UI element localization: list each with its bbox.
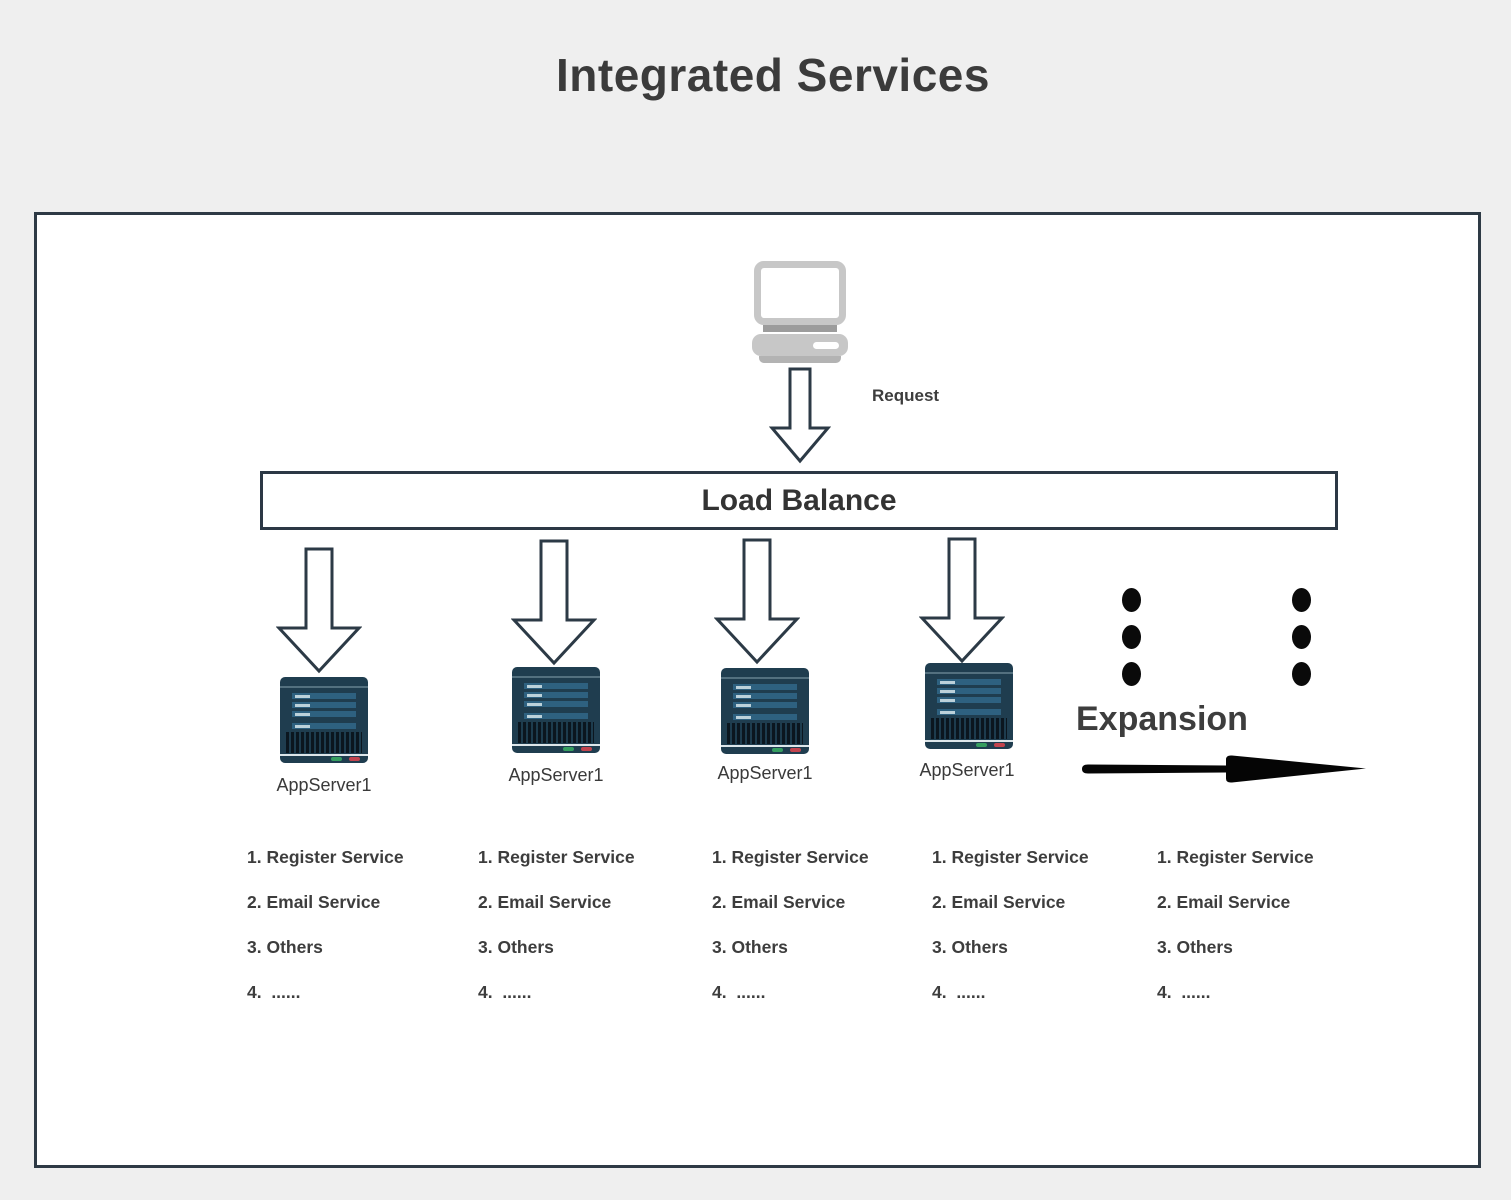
app-server-icon-4 [925,663,1013,749]
expansion-right-arrow-icon [1082,755,1366,783]
server-topline [280,686,368,688]
service-list-item: 4. ...... [932,982,986,1002]
app-server-icon-3 [721,668,809,754]
laptop-base [752,334,848,356]
request-down-arrow-icon [769,367,831,464]
service-list-item: 2. Email Service [712,892,846,912]
led-green [563,747,574,751]
server-label-3: AppServer1 [717,763,813,783]
service-list-4: 1. Register Service 2. Email Service 3. … [932,848,1162,1028]
service-list-item: 1. Register Service [932,847,1089,867]
service-list-3: 1. Register Service 2. Email Service 3. … [712,848,942,1028]
ellipsis-dots-icon-right [1292,588,1311,686]
led-green [331,757,342,761]
led-red [994,743,1005,747]
server-botline [280,754,368,756]
service-list-item: 4. ...... [1157,982,1211,1002]
service-list-item: 1. Register Service [478,847,635,867]
expansion-label: Expansion [1076,700,1248,738]
server-label-1: AppServer1 [276,775,372,795]
led-red [790,748,801,752]
service-list-5: 1. Register Service 2. Email Service 3. … [1157,848,1387,1028]
app-server-icon-1 [280,677,368,763]
request-label: Request [872,386,940,405]
service-list-item: 3. Others [932,937,1008,957]
service-list-item: 4. ...... [712,982,766,1002]
load-balance-label: Load Balance [701,483,897,517]
down-arrow-icon-1 [276,547,362,674]
load-balance-box: Load Balance [260,471,1338,530]
led-red [349,757,360,761]
service-list-item: 2. Email Service [1157,892,1291,912]
server-label-2: AppServer1 [508,765,604,785]
down-arrow-icon-2 [511,539,597,666]
server-label-4: AppServer1 [919,760,1015,780]
service-list-2: 1. Register Service 2. Email Service 3. … [478,848,708,1028]
service-list-item: 3. Others [712,937,788,957]
server-leds [331,757,360,761]
service-list-item: 3. Others [247,937,323,957]
led-green [772,748,783,752]
laptop-hinge [763,325,837,332]
laptop-screen [754,261,846,325]
led-green [976,743,987,747]
app-server-icon-2 [512,667,600,753]
service-list-item: 2. Email Service [932,892,1066,912]
laptop-shadow [759,356,841,363]
service-list-item: 4. ...... [247,982,301,1002]
service-list-item: 1. Register Service [712,847,869,867]
led-red [581,747,592,751]
page-title: Integrated Services [556,49,990,101]
service-list-item: 3. Others [1157,937,1233,957]
server-vent [286,732,362,753]
server-bars [292,693,356,732]
service-list-item: 3. Others [478,937,554,957]
service-list-1: 1. Register Service 2. Email Service 3. … [247,848,477,1028]
service-list-item: 4. ...... [478,982,532,1002]
down-arrow-icon-4 [919,537,1005,664]
service-list-item: 2. Email Service [478,892,612,912]
ellipsis-dots-icon-left [1122,588,1141,686]
service-list-item: 1. Register Service [1157,847,1314,867]
laptop-slot [813,342,839,349]
client-laptop-icon [752,261,848,365]
service-list-item: 1. Register Service [247,847,404,867]
down-arrow-icon-3 [714,538,800,665]
service-list-item: 2. Email Service [247,892,381,912]
